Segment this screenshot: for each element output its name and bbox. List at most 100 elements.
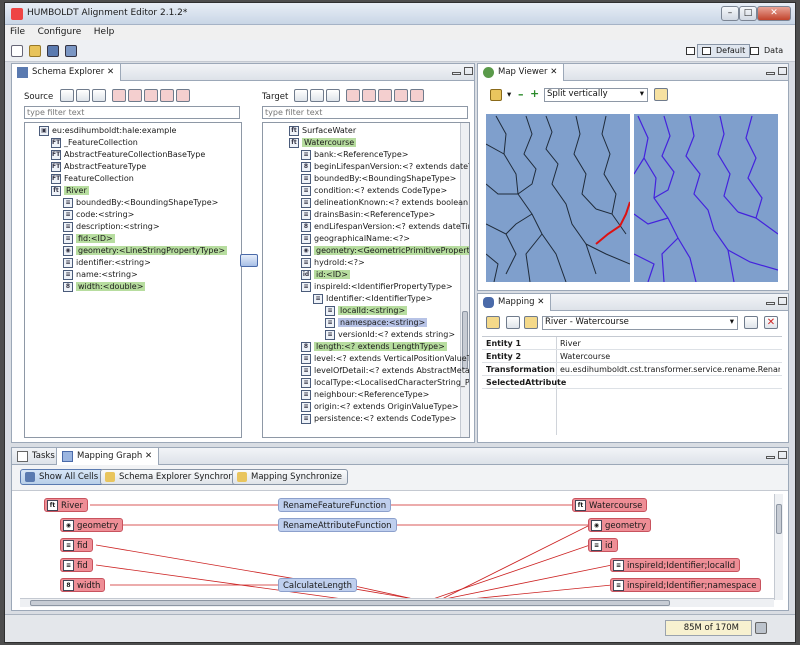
tree-item[interactable]: ≡code:<string> <box>63 209 134 221</box>
graph-node-fid[interactable]: ≡fid <box>60 558 93 572</box>
filter-property-icon[interactable] <box>410 89 424 102</box>
filter-geometry-icon[interactable] <box>160 89 174 102</box>
tree-item[interactable]: ≡condition:<? extends CodeType> <box>301 185 447 197</box>
target-map[interactable] <box>634 114 778 282</box>
schema-explorer-sync-button[interactable]: Schema Explorer Synchronize <box>100 469 252 485</box>
tree-item[interactable]: ◉geometry:<GeometricPrimitiveProperty <box>301 245 469 257</box>
mapping-edit-icon[interactable] <box>486 316 500 329</box>
maximize-icon[interactable] <box>778 67 787 75</box>
minimize-button[interactable]: – <box>721 6 739 21</box>
graph-horizontal-scrollbar[interactable] <box>20 598 774 607</box>
graph-node-geometry[interactable]: ◉geometry <box>60 518 124 532</box>
graph-node-namespace[interactable]: ≡inspireId;Identifier;namespace <box>610 578 762 592</box>
garbage-collect-icon[interactable] <box>755 622 767 634</box>
graph-node-rename-feature[interactable]: RenameFeatureFunction <box>278 498 392 512</box>
maximize-icon[interactable] <box>778 297 787 305</box>
link-entities-button[interactable] <box>240 254 258 267</box>
filter-attribute-icon[interactable] <box>128 89 142 102</box>
tree-item[interactable]: ≡drainsBasin:<ReferenceType> <box>301 209 435 221</box>
tree-item[interactable]: ≡levelOfDetail:<? extends AbstractMetada <box>301 365 469 377</box>
tree-item[interactable]: ≡fid:<ID> <box>63 233 115 245</box>
edit-cell-icon[interactable] <box>744 316 758 329</box>
perspective-default[interactable]: Default <box>697 44 751 58</box>
zoom-in-icon[interactable]: + <box>530 87 540 100</box>
forward-arrow-icon[interactable] <box>524 316 538 329</box>
scroll-thumb[interactable] <box>462 311 468 369</box>
target-filter-input[interactable]: type filter text <box>262 106 468 119</box>
tab-tasks[interactable]: Tasks <box>12 448 61 465</box>
close-tab-icon[interactable]: ✕ <box>537 297 545 307</box>
close-tab-icon[interactable]: ✕ <box>550 67 558 77</box>
memory-indicator[interactable]: 85M of 170M <box>665 620 752 636</box>
tree-item[interactable]: ≡neighbour:<ReferenceType> <box>301 389 429 401</box>
tree-item[interactable]: ≡description:<string> <box>63 221 160 233</box>
tree-view-icon[interactable] <box>60 89 74 102</box>
graph-vertical-scrollbar[interactable] <box>774 494 783 600</box>
dropdown-arrow-icon[interactable]: ▾ <box>507 90 512 100</box>
tab-mapping-graph[interactable]: Mapping Graph ✕ <box>56 448 160 465</box>
filter-geometry-icon[interactable] <box>394 89 408 102</box>
split-mode-select[interactable]: Split vertically▾ <box>544 88 648 102</box>
minimize-icon[interactable] <box>766 456 775 459</box>
filter-property-icon[interactable] <box>176 89 190 102</box>
tree-item[interactable]: ≡boundedBy:<BoundingShapeType> <box>301 173 456 185</box>
close-button[interactable]: ✕ <box>757 6 791 21</box>
perspective-data[interactable]: Data <box>745 44 788 58</box>
filter-abstract-icon[interactable] <box>144 89 158 102</box>
tree-item[interactable]: ≡bank:<ReferenceType> <box>301 149 408 161</box>
settings-icon[interactable] <box>326 89 340 102</box>
tree-item[interactable]: ≡geographicalName:<?> <box>301 233 410 245</box>
perspective-switch-icon[interactable] <box>681 44 705 58</box>
graph-node-fid[interactable]: ≡fid <box>60 538 93 552</box>
zoom-out-icon[interactable]: – <box>518 88 524 101</box>
filter-abstract-icon[interactable] <box>378 89 392 102</box>
close-tab-icon[interactable]: ✕ <box>106 67 115 77</box>
source-filter-input[interactable]: type filter text <box>24 106 240 119</box>
tree-item[interactable]: FT_FeatureCollection <box>51 137 138 149</box>
flat-view-icon[interactable] <box>310 89 324 102</box>
tree-item[interactable]: ≡boundedBy:<BoundingShapeType> <box>63 197 218 209</box>
tree-item[interactable]: ≡origin:<? extends OriginValueType> <box>301 401 459 413</box>
graph-node-rename-attribute[interactable]: RenameAttributeFunction <box>278 518 397 532</box>
source-map[interactable] <box>486 114 630 282</box>
scroll-thumb[interactable] <box>776 504 782 534</box>
scroll-thumb[interactable] <box>30 600 670 606</box>
tree-item[interactable]: ≡hydroId:<?> <box>301 257 365 269</box>
save-all-icon[interactable] <box>65 45 77 57</box>
filter-feature-icon[interactable] <box>346 89 360 102</box>
tree-item[interactable]: ≡versionId:<? extends string> <box>325 329 455 341</box>
mapping-sync-button[interactable]: Mapping Synchronize <box>232 469 349 485</box>
target-tree-scrollbar[interactable] <box>460 123 469 437</box>
graph-node-id[interactable]: ≡id <box>588 538 618 552</box>
show-all-cells-button[interactable]: Show All Cells <box>20 469 105 485</box>
table-row[interactable]: SelectedAttribute <box>482 376 782 389</box>
menu-file[interactable]: File <box>10 27 26 37</box>
tree-item[interactable]: ≡level:<? extends VerticalPositionValueT… <box>301 353 469 365</box>
map-settings-icon[interactable] <box>654 88 668 101</box>
mapping-select[interactable]: River - Watercourse▾ <box>542 316 738 330</box>
graph-node-geometry-target[interactable]: ◉geometry <box>588 518 652 532</box>
graph-node-calculate-length[interactable]: CalculateLength <box>278 578 358 592</box>
tab-map-viewer[interactable]: Map Viewer ✕ <box>478 64 565 81</box>
maximize-icon[interactable] <box>464 67 473 75</box>
tree-item[interactable]: ≡inspireId:<IdentifierPropertyType> <box>301 281 453 293</box>
flat-view-icon[interactable] <box>76 89 90 102</box>
open-folder-icon[interactable] <box>29 45 41 57</box>
tree-item[interactable]: ≡localId:<string> <box>325 305 408 317</box>
